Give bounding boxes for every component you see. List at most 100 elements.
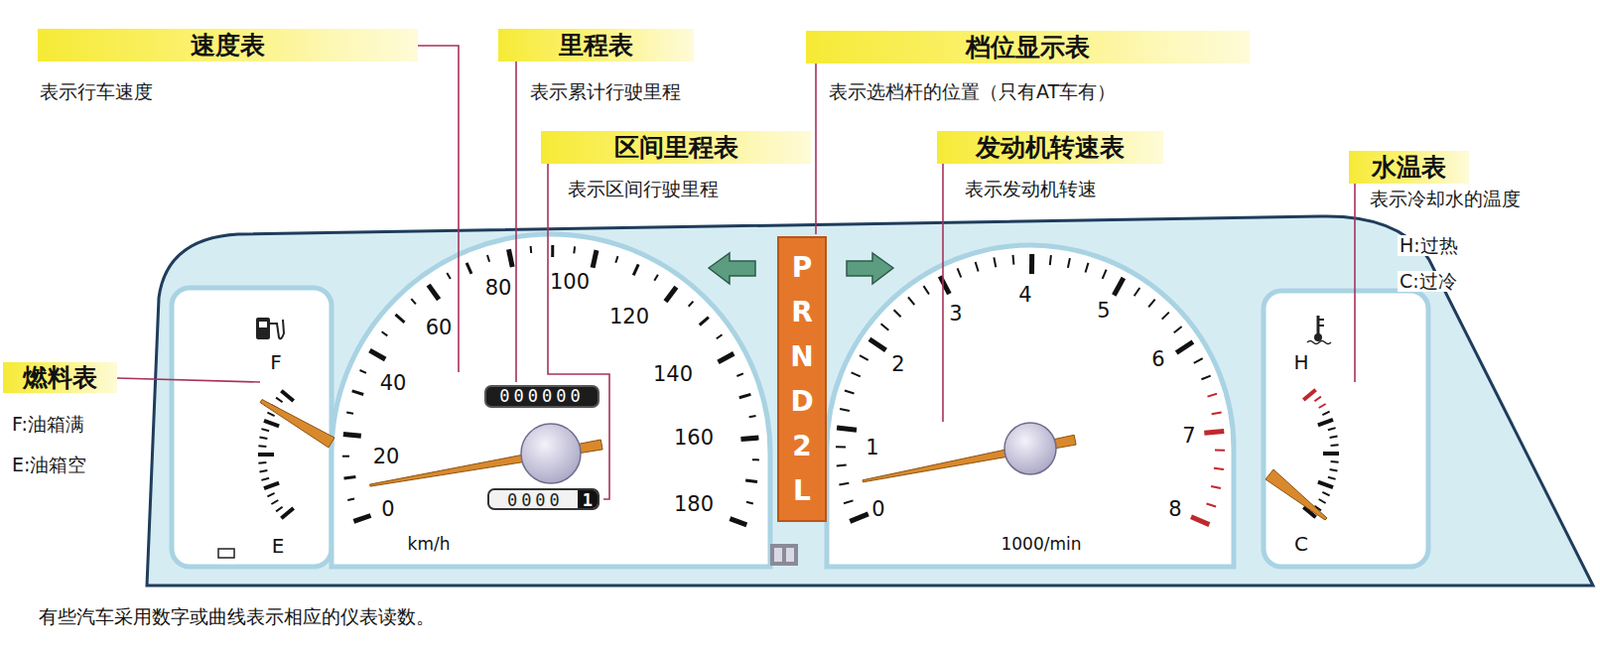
callout-band: 区间里程表表示区间行驶里程 xyxy=(540,131,811,164)
dial-needles xyxy=(370,434,1077,487)
tick-mark xyxy=(343,434,362,437)
callout-description: C:过冷 xyxy=(1397,270,1460,292)
tick-mark xyxy=(280,508,293,519)
indicator-lamp xyxy=(770,543,799,566)
tick-mark xyxy=(258,444,267,448)
fuel-needle xyxy=(260,400,335,449)
tick-mark xyxy=(1085,263,1089,273)
tick-mark xyxy=(1322,492,1330,496)
leader-line xyxy=(417,45,459,373)
tick-mark xyxy=(266,412,274,416)
speed-scale-number: 60 xyxy=(425,316,453,340)
tick-mark xyxy=(939,275,949,294)
tick-mark xyxy=(550,245,554,258)
tick-mark xyxy=(1203,431,1224,434)
tick-mark xyxy=(745,480,758,483)
gauge-end-mark: F xyxy=(269,351,282,374)
tick-mark xyxy=(446,272,451,279)
callout-description: 表示累计行驶里程 xyxy=(528,81,683,103)
turn-signal-left xyxy=(708,253,756,284)
tick-mark xyxy=(360,370,368,374)
trip-digits: 0000 xyxy=(489,490,578,509)
tick-mark xyxy=(975,262,979,272)
callout-description: 表示行车速度 xyxy=(37,81,155,103)
rpm-scale-number: 4 xyxy=(1018,283,1032,307)
tick-mark xyxy=(344,477,357,479)
tick-mark xyxy=(666,286,677,301)
tick-mark xyxy=(1303,390,1316,400)
tick-mark xyxy=(843,500,854,504)
tick-mark xyxy=(592,250,597,268)
tick-mark xyxy=(264,420,279,427)
tick-mark xyxy=(370,350,387,360)
leader-line xyxy=(515,61,518,383)
tick-mark xyxy=(993,257,996,267)
tick-mark xyxy=(739,394,752,398)
leader-line xyxy=(1353,183,1356,383)
tick-mark xyxy=(851,372,861,377)
tick-mark xyxy=(654,274,659,281)
indicator-lamp-mark xyxy=(786,547,795,562)
tick-mark xyxy=(835,445,846,448)
tick-mark xyxy=(270,500,278,505)
tick-mark xyxy=(1201,376,1211,381)
tick-mark xyxy=(957,267,962,277)
odometer-display: 000000 xyxy=(484,385,600,408)
tick-mark xyxy=(1210,486,1221,489)
tick-mark xyxy=(346,411,354,413)
tick-mark xyxy=(1134,287,1141,296)
speed-scale-number: 120 xyxy=(609,305,650,329)
tick-mark xyxy=(718,353,735,363)
tick-mark xyxy=(1211,411,1222,414)
callout-band: 里程表表示累计行驶里程 xyxy=(498,28,694,62)
tick-mark xyxy=(530,246,534,254)
callout-heading: 速度表 xyxy=(190,28,266,62)
tick-mark xyxy=(342,455,350,458)
rpm-scale-number: 3 xyxy=(948,302,962,326)
tachometer-hub xyxy=(1004,422,1057,475)
callout-description: 表示冷却水的温度 xyxy=(1367,188,1523,210)
tick-mark xyxy=(924,285,931,294)
tick-mark xyxy=(1102,269,1107,279)
rpm-scale-number: 2 xyxy=(891,353,905,377)
tick-mark xyxy=(261,478,269,481)
tick-mark xyxy=(280,391,293,401)
speed-scale-number: 40 xyxy=(380,372,407,396)
tick-mark xyxy=(716,334,723,339)
rpm-scale-number: 5 xyxy=(1096,299,1110,323)
tick-mark xyxy=(275,507,283,513)
tick-mark xyxy=(1213,468,1224,470)
tick-mark xyxy=(1162,312,1170,320)
tick-mark xyxy=(1012,255,1016,266)
tick-mark xyxy=(908,296,915,305)
tick-mark xyxy=(633,264,639,275)
callout-description: 表示选档杆的位置（只有AT车有） xyxy=(826,81,1118,103)
callout-band: 燃料表F:油箱满E:油箱空 xyxy=(2,362,118,394)
tick-mark xyxy=(1314,397,1322,402)
tick-mark xyxy=(839,408,850,411)
caption: 有些汽车采用数字或曲线表示相应的仪表读数。 xyxy=(38,606,435,628)
tick-mark xyxy=(509,249,514,267)
tick-mark xyxy=(1328,427,1336,430)
tick-mark xyxy=(741,437,760,439)
tick-mark xyxy=(1331,443,1339,447)
turn-signal-right xyxy=(846,253,894,284)
tick-mark xyxy=(410,298,416,304)
callout-band: 档位显示表表示选档杆的位置（只有AT车有） xyxy=(805,30,1250,64)
tick-mark xyxy=(1191,517,1209,526)
speed-scale-number: 100 xyxy=(549,270,590,294)
tick-mark xyxy=(1323,451,1339,456)
tick-mark xyxy=(258,452,274,457)
tick-mark xyxy=(1330,469,1338,471)
trip-meter-display: 00001 xyxy=(487,488,600,511)
callout-heading: 燃料表 xyxy=(22,362,98,394)
callout-heading: 档位显示表 xyxy=(965,30,1090,64)
tick-mark xyxy=(1029,254,1035,274)
tick-mark xyxy=(1148,299,1156,308)
callout-description: 表示发动机转速 xyxy=(962,178,1099,200)
tick-mark xyxy=(699,317,709,326)
tick-mark xyxy=(736,373,744,377)
leader-line xyxy=(117,378,261,383)
indicator-lamp-mark xyxy=(774,547,783,562)
